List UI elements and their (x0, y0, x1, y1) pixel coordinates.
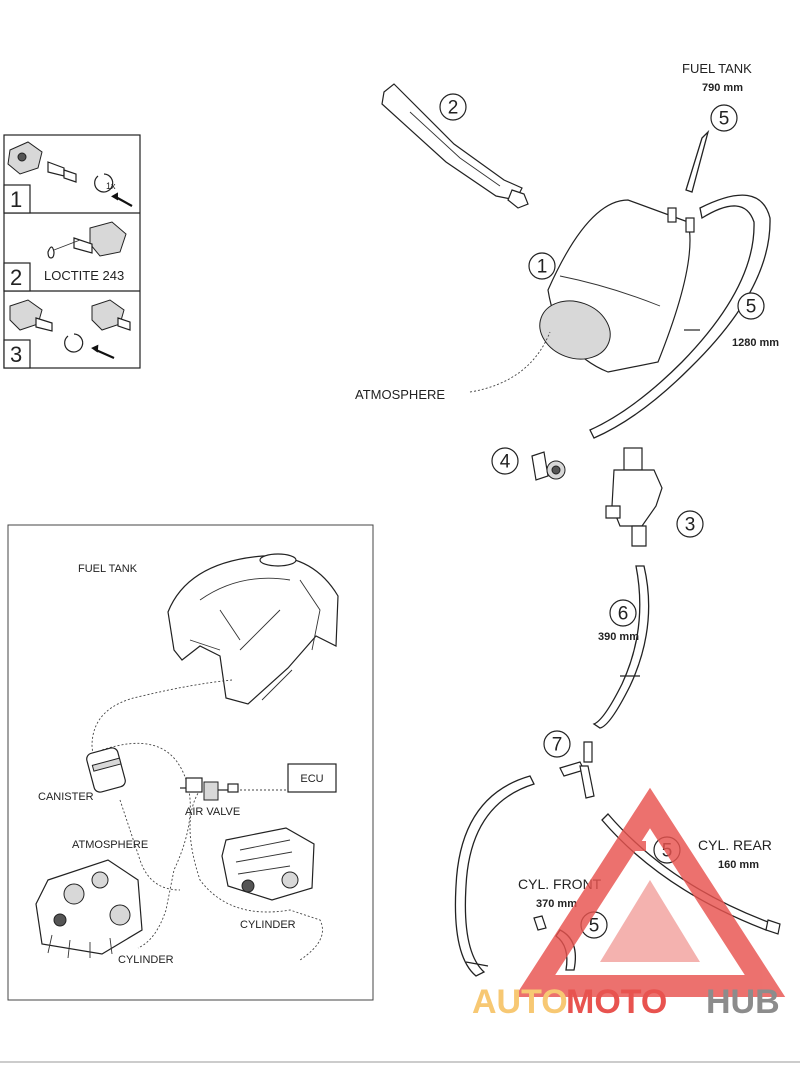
schematic-canister (86, 747, 126, 793)
callout-5-1280: 5 (737, 292, 765, 320)
step-number: 2 (10, 265, 22, 290)
svg-text:AUTO: AUTO (472, 983, 568, 1021)
callout-3: 3 (676, 510, 704, 538)
assembly-step-2: 2 LOCTITE 243 (3, 221, 127, 292)
atmosphere-label: ATMOSPHERE (355, 387, 445, 402)
schematic-air-valve (180, 777, 239, 801)
schematic-box: FUEL TANK CANISTER AIR VALVE (7, 524, 374, 1001)
clip (531, 451, 566, 481)
hose-1280mm (589, 194, 771, 439)
clamp-icon (64, 333, 84, 353)
schematic-cylinder-front (35, 859, 143, 959)
svg-text:1: 1 (537, 257, 548, 278)
air-valve (605, 447, 663, 547)
assembly-step-3: 3 (3, 299, 131, 369)
schematic-cylinder-rear (221, 827, 315, 901)
schematic-canister-label: CANISTER (38, 791, 94, 803)
tee-fitting (559, 741, 595, 799)
step-note: 1x (106, 181, 116, 191)
assembly-step-1: 1 1x (3, 141, 133, 214)
svg-text:7: 7 (552, 735, 563, 756)
fuel-tank-label: FUEL TANK (682, 61, 752, 76)
schematic-ecu-label: ECU (300, 773, 323, 785)
hose-cyl-front-loop (454, 775, 535, 977)
svg-text:MOTO: MOTO (566, 983, 667, 1021)
fuel-tank-sketch (167, 553, 339, 705)
loctite-drop-icon (47, 246, 55, 259)
svg-text:5: 5 (746, 297, 757, 318)
canister (539, 199, 695, 373)
svg-text:5: 5 (719, 109, 730, 130)
hose-1280-length: 1280 mm (732, 337, 779, 349)
cyl-front-label: CYL. FRONT (518, 876, 602, 892)
svg-text:3: 3 (685, 515, 696, 536)
hose-390-length: 390 mm (598, 631, 639, 643)
loctite-label: LOCTITE 243 (44, 268, 124, 283)
schematic-cylinder-rear-label: CYLINDER (240, 919, 296, 931)
svg-text:4: 4 (500, 452, 511, 473)
callout-7: 7 (543, 730, 571, 758)
hose-390mm (592, 565, 650, 729)
watermark-logo (514, 787, 786, 997)
removal-tool (381, 83, 529, 209)
schematic-atmosphere-label: ATMOSPHERE (72, 839, 148, 851)
assembly-steps-box: 1 1x 2 LOCTITE 243 3 (3, 134, 141, 369)
schematic-fuel-tank-label: FUEL TANK (78, 563, 138, 575)
callout-4: 4 (491, 447, 519, 475)
callout-2: 2 (439, 93, 467, 121)
cyl-rear-label: CYL. REAR (698, 837, 772, 853)
cyl-front-length: 370 mm (536, 898, 577, 910)
callout-6: 6 (609, 599, 637, 627)
svg-text:2: 2 (448, 98, 459, 119)
schematic-cylinder-front-label: CYLINDER (118, 954, 174, 966)
svg-text:HUB: HUB (706, 983, 780, 1021)
callout-1: 1 (528, 252, 556, 280)
step-number: 1 (10, 187, 22, 212)
fuel-tank-hose (685, 129, 710, 193)
schematic-air-valve-label: AIR VALVE (185, 806, 240, 818)
svg-text:5: 5 (589, 916, 600, 937)
step-number: 3 (10, 342, 22, 367)
clamp-icon (94, 173, 114, 193)
arrow-icon (95, 348, 115, 360)
callout-5-fuel-tank: 5 (710, 104, 738, 132)
fuel-tank-hose-length: 790 mm (702, 82, 743, 94)
schematic-ecu: ECU (287, 763, 337, 793)
svg-text:6: 6 (618, 604, 629, 625)
watermark-wordmark: AUTO MOTO HUB (472, 983, 780, 1021)
cyl-rear-length: 160 mm (718, 859, 759, 871)
